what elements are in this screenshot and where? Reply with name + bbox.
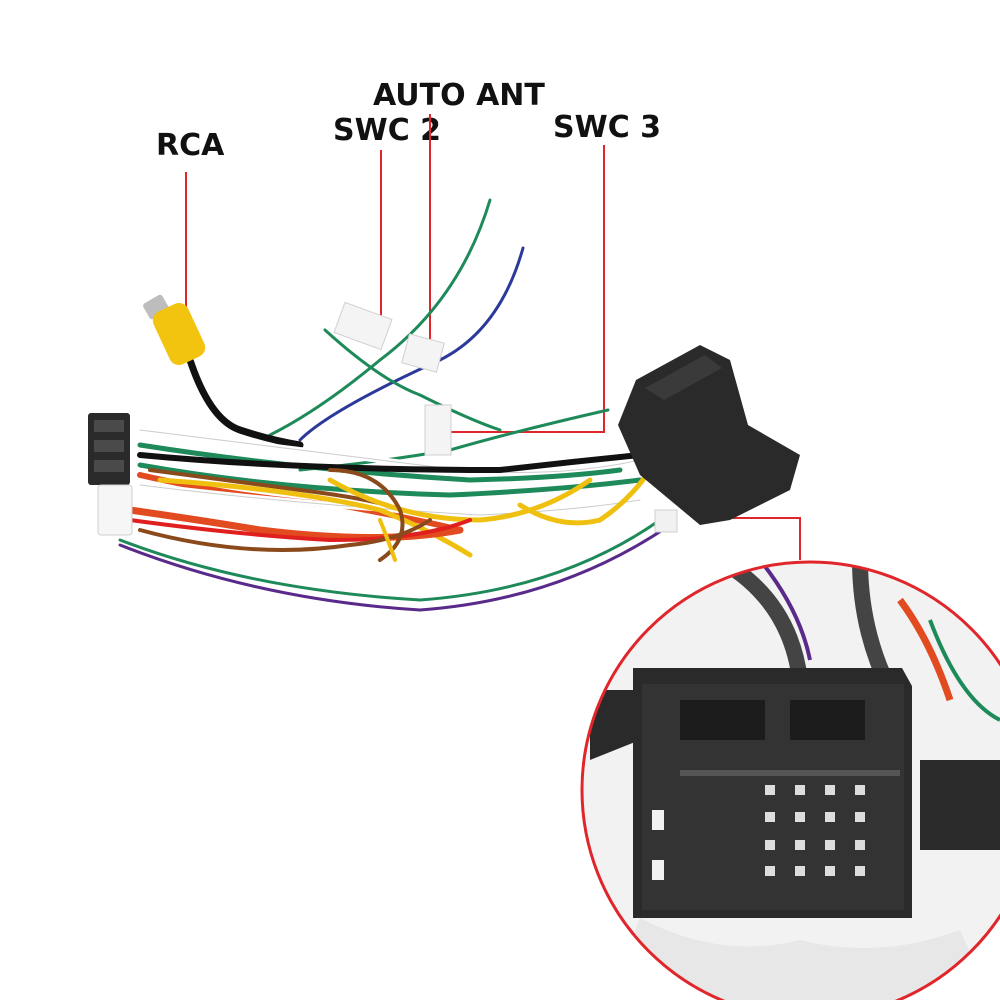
callout-swc2-label: SWC 2 — [333, 113, 442, 148]
left-plug — [88, 413, 133, 536]
wire-bundle — [118, 198, 672, 612]
callout-swc3-label: SWC 3 — [553, 110, 662, 145]
zoom-inset — [580, 560, 1000, 1000]
rca-plug — [143, 294, 206, 366]
callout-auto-ant-label: AUTO ANT — [373, 78, 545, 113]
callout-rca-label: RCA — [156, 128, 225, 163]
wire-tags — [333, 301, 452, 456]
right-connector — [618, 345, 800, 533]
